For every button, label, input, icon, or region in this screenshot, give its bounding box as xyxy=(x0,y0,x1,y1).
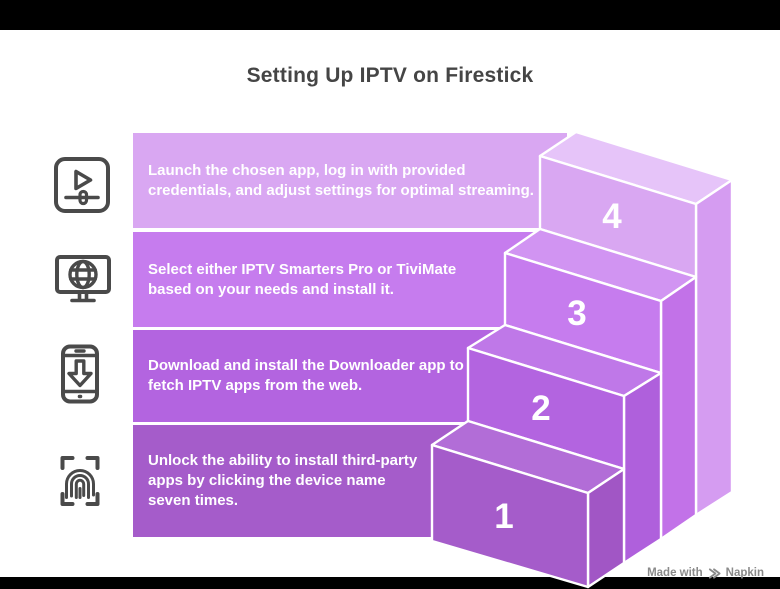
tv-globe-icon xyxy=(53,249,113,309)
step-3-description: Select either IPTV Smarters Pro or TiviM… xyxy=(148,260,457,298)
step-number-4: 4 xyxy=(602,197,622,236)
watermark-prefix: Made with xyxy=(647,567,703,579)
top-black-bar xyxy=(0,0,780,30)
phone-download-icon xyxy=(50,344,110,404)
step-4-description: Launch the chosen app, log in with provi… xyxy=(148,161,534,199)
step-4-side-face xyxy=(694,178,734,517)
napkin-logo-icon xyxy=(708,567,721,579)
step-1-description: Unlock the ability to install third-part… xyxy=(148,452,418,509)
video-player-settings-icon xyxy=(52,155,112,215)
watermark-brand: Napkin xyxy=(725,567,764,579)
step-2-description: Download and install the Downloader app … xyxy=(148,357,464,394)
step-number-3: 3 xyxy=(567,294,586,333)
step-3-side-face xyxy=(659,275,698,541)
step-row-4: Launch the chosen app, log in with provi… xyxy=(133,133,567,228)
page-title: Setting Up IPTV on Firestick xyxy=(246,64,534,88)
step-2-side-face xyxy=(622,371,663,565)
fingerprint-scan-icon xyxy=(50,451,110,511)
step-1-side-face xyxy=(586,467,626,589)
made-with-napkin-badge[interactable]: Made with Napkin xyxy=(647,565,764,581)
step-row-3: Select either IPTV Smarters Pro or TiviM… xyxy=(133,232,567,327)
step-4-top-face xyxy=(538,130,734,206)
step-row-2: Download and install the Downloader app … xyxy=(133,330,567,422)
step-row-1: Unlock the ability to install third-part… xyxy=(133,425,567,537)
